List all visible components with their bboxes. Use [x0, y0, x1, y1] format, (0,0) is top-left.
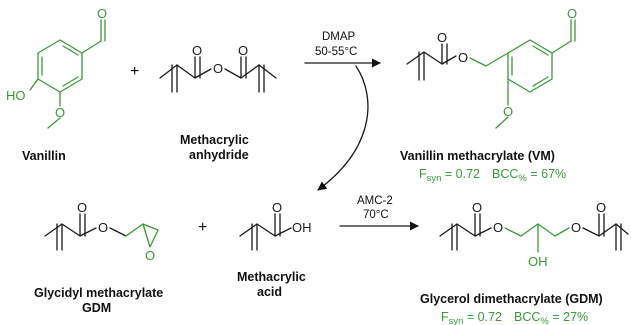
vanillin-methacrylate-label: Vanillin methacrylate (VM): [400, 149, 555, 163]
condition-2-temperature: 70°C: [363, 209, 389, 221]
condition-2-catalyst: AMC-2: [357, 195, 393, 207]
gma-carbonyl-oxygen: O: [77, 200, 87, 215]
methacrylic-acid-structure: O OH: [239, 200, 312, 251]
vm-aldehyde-oxygen: O: [567, 6, 577, 21]
vanillin-hydroxyl: HO: [6, 88, 26, 103]
methacrylic-acid-label-line1: Methacrylic: [237, 270, 306, 284]
gdm-ester-oxygen-2: O: [571, 220, 581, 235]
vm-methoxy-oxygen: O: [503, 104, 513, 119]
vanillin-aldehyde-oxygen: O: [97, 6, 107, 21]
vanillin-methoxy-oxygen: O: [55, 105, 65, 120]
maa-hydroxyl: OH: [292, 220, 312, 235]
vanillin-methacrylate-structure: O O O O: [406, 6, 577, 129]
plus-sign-2: +: [198, 219, 207, 236]
methacrylic-anhydride-label-line2: anhydride: [189, 148, 249, 162]
condition-1-catalyst: DMAP: [322, 31, 356, 43]
vanillin-label: Vanillin: [22, 149, 66, 163]
gdm-carbonyl-oxygen-2: O: [596, 200, 606, 215]
anhydride-carbonyl-oxygen-2: O: [238, 43, 248, 58]
plus-sign-1: +: [130, 63, 139, 80]
glycerol-dimethacrylate-structure: O O OH O O: [439, 200, 629, 269]
vanillin-structure: O HO O: [6, 6, 107, 129]
gdm-hydroxyl: OH: [528, 254, 548, 269]
glycidyl-methacrylate-label-line1: Glycidyl methacrylate: [34, 286, 163, 300]
curved-arrow: [317, 65, 369, 191]
gdm-ester-oxygen-1: O: [493, 220, 503, 235]
glycidyl-methacrylate-label-line2: GDM: [82, 301, 111, 315]
gma-epoxide-oxygen: O: [145, 248, 155, 263]
gma-ester-oxygen: O: [98, 220, 108, 235]
glycidyl-methacrylate-structure: O O O: [44, 200, 159, 263]
condition-1-temperature: 50-55°C: [315, 46, 357, 58]
glycerol-dimethacrylate-label: Glycerol dimethacrylate (GDM): [420, 292, 603, 306]
methacrylic-acid-label-line2: acid: [257, 285, 282, 299]
vm-ester-oxygen: O: [458, 50, 468, 65]
maa-carbonyl-oxygen: O: [272, 200, 282, 215]
gdm-carbonyl-oxygen-1: O: [472, 200, 482, 215]
methacrylic-anhydride-label-line1: Methacrylic: [180, 133, 249, 147]
anhydride-bridge-oxygen: O: [213, 61, 223, 76]
methacrylic-anhydride-structure: O O O: [159, 43, 277, 93]
anhydride-carbonyl-oxygen-1: O: [192, 43, 202, 58]
vm-carbonyl-oxygen: O: [437, 30, 447, 45]
